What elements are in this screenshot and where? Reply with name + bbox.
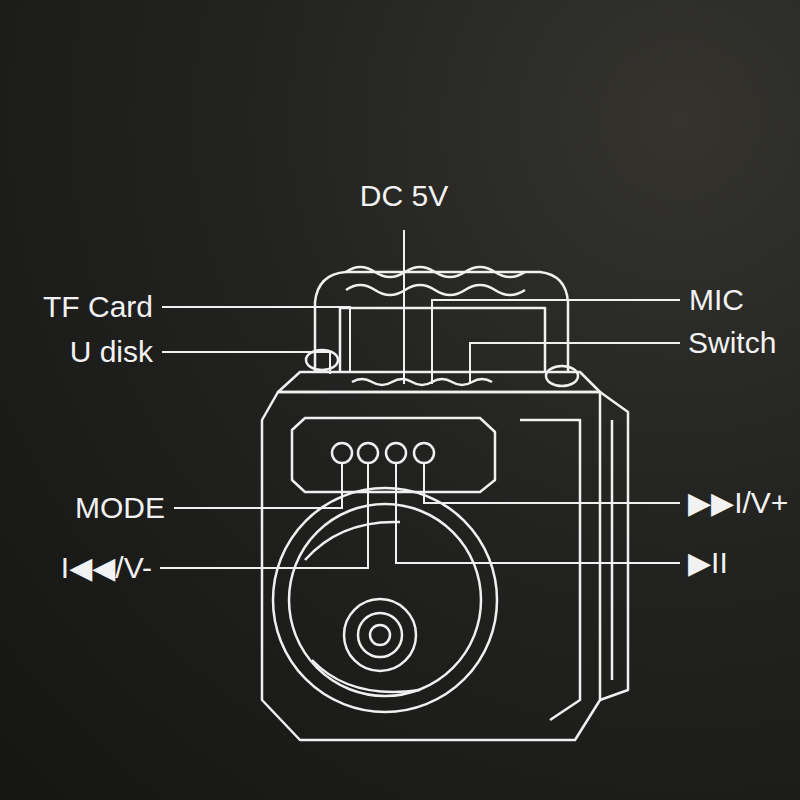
leader-line (432, 300, 680, 384)
speaker-ring (289, 504, 481, 696)
part-label: ▶II (688, 545, 728, 581)
speaker-cone (358, 613, 402, 657)
part-label: MIC (689, 282, 744, 318)
part-label: U disk (70, 334, 153, 370)
leader-line (396, 464, 680, 563)
speaker-cone (370, 625, 390, 645)
body-side-edge (611, 420, 614, 680)
part-label: DC 5V (360, 178, 448, 214)
speaker-ring (273, 488, 497, 712)
leader-line (424, 464, 680, 503)
button (332, 443, 352, 463)
part-label: ▶▶I/V+ (688, 485, 788, 521)
handle-twist (346, 285, 525, 295)
part-label: MODE (75, 490, 165, 526)
leader-line (174, 464, 342, 508)
top-plate (278, 372, 600, 392)
leader-lines (160, 230, 680, 568)
body-contour (520, 420, 580, 720)
grille-arc (305, 522, 400, 560)
grille-arc (312, 660, 420, 692)
part-label: I◀◀/V- (61, 550, 152, 586)
body-front (262, 392, 600, 740)
handle-loop (546, 366, 578, 386)
handle-inner (340, 308, 545, 372)
body-side (600, 392, 628, 700)
button-panel (292, 418, 495, 492)
leader-line (403, 230, 405, 384)
part-label: TF Card (43, 289, 153, 325)
leader-line (470, 343, 680, 384)
leader-line (160, 464, 368, 568)
button (414, 443, 434, 463)
button (386, 443, 406, 463)
speaker-cone (344, 599, 416, 671)
button (358, 443, 378, 463)
leader-line (162, 352, 330, 374)
leader-line (162, 307, 350, 372)
part-label: Switch (688, 325, 776, 361)
handle-twist (346, 267, 525, 277)
handle (315, 272, 568, 372)
